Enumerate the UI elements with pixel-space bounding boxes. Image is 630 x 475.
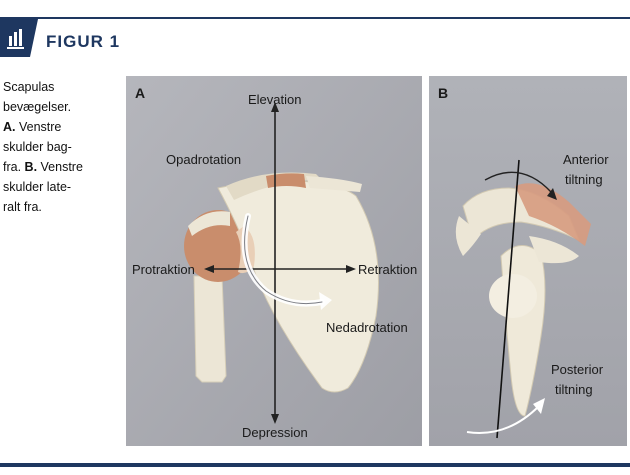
caption-line: fra. B. Venstre xyxy=(3,160,83,174)
caption-line: ralt fra. xyxy=(3,200,42,214)
caption-line: bevægelser. xyxy=(3,100,72,114)
label-elevation: Elevation xyxy=(248,92,302,107)
caption-letter-a: A. xyxy=(3,120,16,134)
posterior-arrow xyxy=(466,405,540,434)
panel-a-photo: A Elevation Depression Protraktion Retra… xyxy=(126,76,422,446)
label-anterior: Anterior xyxy=(563,152,609,167)
label-anterior-tiltning: tiltning xyxy=(565,172,603,187)
caption-line: Scapulas xyxy=(3,80,55,94)
caption-line: A. Venstre xyxy=(3,120,62,134)
tilt-axis xyxy=(496,159,520,439)
shoulder-lateral-illustration xyxy=(429,76,627,446)
panel-b-letter: B xyxy=(438,85,449,101)
label-protraktion: Protraktion xyxy=(132,262,195,277)
figure-title: FIGUR 1 xyxy=(46,32,121,51)
bar-chart-icon xyxy=(0,19,38,57)
cartilage xyxy=(515,183,591,246)
label-nedadrotation: Nedadrotation xyxy=(326,320,408,335)
panel-b-photo: B Anterior tiltning Posterior tiltning xyxy=(429,76,627,446)
caption-letter-b: B. xyxy=(24,160,38,174)
figure-caption: Scapulas bevægelser. A. Venstre skulder … xyxy=(3,77,115,217)
label-posterior-tiltning: tiltning xyxy=(555,382,593,397)
label-posterior: Posterior xyxy=(551,362,604,377)
label-opadrotation: Opadrotation xyxy=(166,152,242,167)
header-rule xyxy=(0,17,630,19)
caption-line: skulder late- xyxy=(3,180,72,194)
label-depression: Depression xyxy=(242,425,308,440)
footer-rule xyxy=(0,463,630,467)
panel-a-letter: A xyxy=(135,85,146,101)
label-retraktion: Retraktion xyxy=(358,262,418,277)
caption-line: skulder bag- xyxy=(3,140,72,154)
shoulder-posterior-illustration xyxy=(126,76,422,446)
humerus-shaft xyxy=(193,275,227,383)
